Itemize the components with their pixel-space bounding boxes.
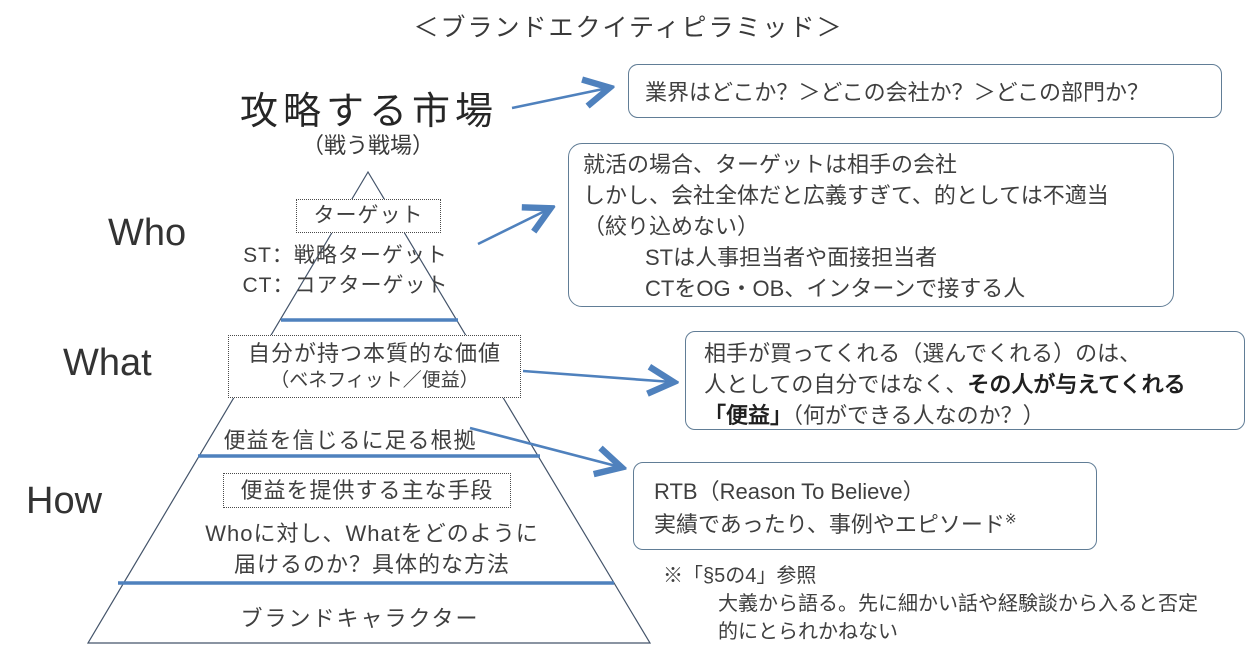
- market-heading: 攻略する市場: [239, 91, 498, 133]
- benefit-note-line2-normal: 人としての自分ではなく、: [704, 372, 968, 397]
- benefit-note-line2-bold: その人が与えてくれる: [967, 372, 1186, 397]
- means-label-box: 便益を提供する主な手段: [223, 473, 511, 508]
- footnote-line2: 大義から語る。先に細かい話や経験談から入ると否定: [718, 593, 1198, 615]
- market-note-text: 業界はどこか？＞どこの会社か？＞どこの部門か？: [645, 80, 1150, 105]
- evidence-line: 便益を信じるに足る根拠: [223, 428, 477, 453]
- rtb-note-reference-marker: ※: [1004, 510, 1017, 527]
- how-description: Whoに対し、Whatをどのように 届けるのか？具体的な方法: [172, 518, 572, 580]
- arrow-target-to-note: [477, 209, 549, 246]
- target-note-line5: CTをOG・OB、インターンで接する人: [645, 276, 1026, 301]
- footnote: ※「§5の4」参照 大義から語る。先に細かい話や経験談から入ると否定 的にとられ…: [663, 562, 1198, 646]
- core-target-line: CT：コアターゲット: [242, 274, 449, 297]
- benefit-note-line3-normal: （何ができる人なのか？）: [792, 403, 1045, 428]
- pyramid-outline: [86, 170, 652, 644]
- benefit-note-line3: 「便益」（何ができる人なのか？）: [704, 400, 1244, 431]
- rtb-note-line1: RTB（Reason To Believe）: [654, 479, 925, 504]
- strategic-target-line: ST：戦略ターゲット: [243, 244, 448, 267]
- row-label-who: Who: [108, 212, 187, 254]
- rtb-note-line2: 実績であったり、事例やエピソード※: [654, 508, 1096, 541]
- target-note-line2: しかし、会社全体だと広義すぎて、的としては不適当: [583, 183, 1109, 208]
- rtb-note-line2-text: 実績であったり、事例やエピソード: [654, 512, 1005, 537]
- benefit-subline: （ベネフィット／便益）: [270, 370, 479, 391]
- arrow-market-to-note: [511, 88, 608, 110]
- footnote-line1: ※「§5の4」参照: [663, 565, 817, 587]
- diagram-title: ＜ブランドエクイティピラミッド＞: [413, 14, 844, 42]
- row-label-how: How: [26, 480, 103, 522]
- brand-character-label: ブランドキャラクター: [240, 606, 480, 631]
- target-note-line1: 就活の場合、ターゲットは相手の会社: [583, 152, 958, 177]
- target-label-box: ターゲット: [296, 199, 441, 233]
- benefit-note-line3-bold: 「便益」: [704, 403, 793, 428]
- benefit-note-line2: 人としての自分ではなく、その人が与えてくれる: [704, 369, 1244, 400]
- essential-value-box: 自分が持つ本質的な価値 （ベネフィット／便益）: [228, 335, 521, 398]
- target-note-line4: STは人事担当者や面接担当者: [645, 245, 938, 270]
- target-definitions: ST：戦略ターゲット CT：コアターゲット: [193, 241, 498, 301]
- row-label-what: What: [63, 342, 152, 384]
- footnote-line3: 的にとられかねない: [718, 621, 898, 643]
- how-description-line2: 届けるのか？具体的な方法: [233, 552, 510, 577]
- arrow-value-to-note: [522, 371, 672, 382]
- benefit-note-box: 相手が買ってくれる（選んでくれる）のは、 人としての自分ではなく、その人が与えて…: [685, 331, 1245, 430]
- target-note-box: 就活の場合、ターゲットは相手の会社 しかし、会社全体だと広義すぎて、的としては不…: [568, 143, 1174, 307]
- market-note-box: 業界はどこか？＞どこの会社か？＞どこの部門か？: [628, 64, 1222, 118]
- rtb-note-box: RTB（Reason To Believe） 実績であったり、事例やエピソード※: [633, 462, 1097, 550]
- market-subheading: （戦う戦場）: [301, 133, 434, 158]
- arrow-evidence-to-rtb-note: [469, 426, 620, 467]
- essential-value-line: 自分が持つ本質的な価値: [247, 341, 501, 366]
- target-note-line3: （絞り込めない）: [583, 214, 760, 239]
- how-description-line1: Whoに対し、Whatをどのように: [205, 521, 539, 546]
- benefit-note-line1: 相手が買ってくれる（選んでくれる）のは、: [704, 341, 1142, 366]
